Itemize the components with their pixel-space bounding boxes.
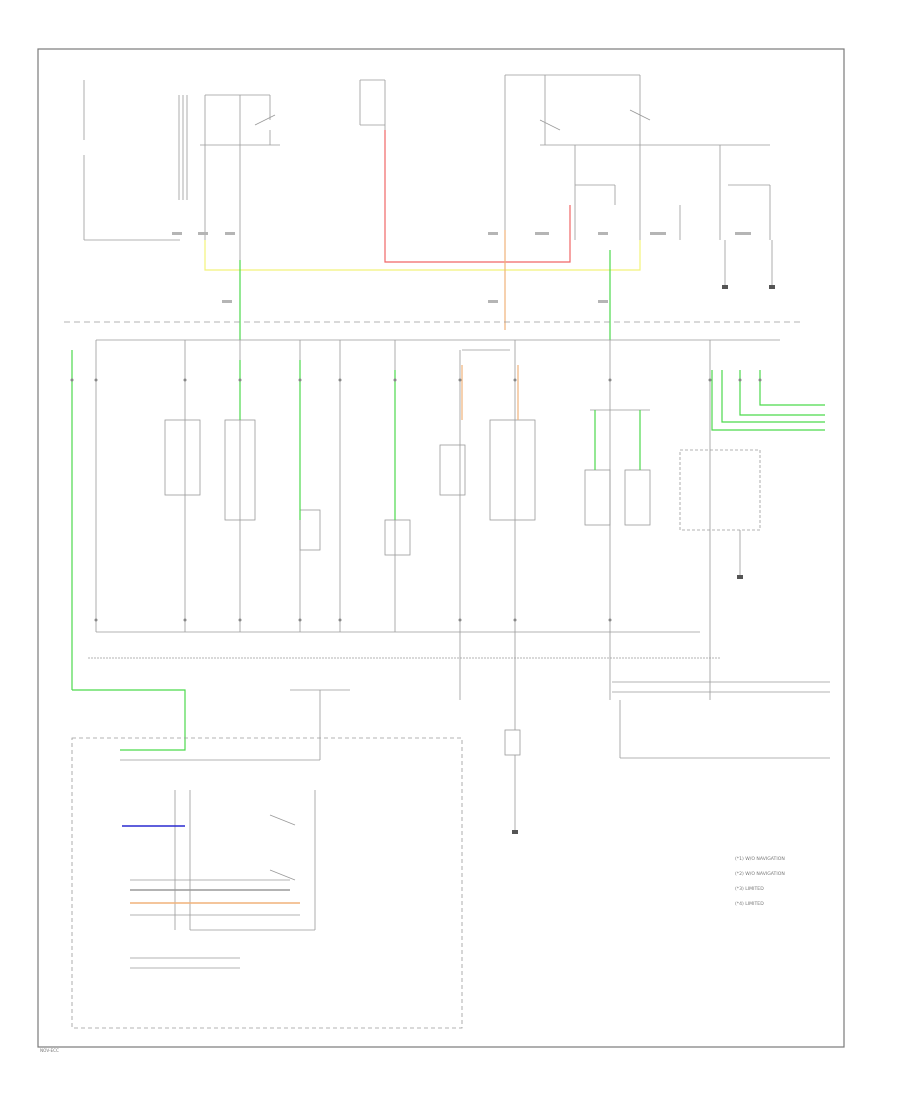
bottom-section xyxy=(71,689,521,1029)
diagram-frame xyxy=(37,48,845,1048)
top-colored-wires xyxy=(204,130,641,340)
bottom-ground-symbol xyxy=(512,830,518,834)
bottom-colored-wires xyxy=(122,825,300,904)
legend-item-1: (*1) W/O NAVIGATION xyxy=(735,856,785,862)
top-ground-symbols xyxy=(722,285,775,289)
middle-connector-pins xyxy=(70,378,762,622)
middle-ground-symbol xyxy=(737,575,743,579)
middle-orange-wires xyxy=(461,365,519,420)
legend-item-4: (*4) LIMITED xyxy=(735,901,764,907)
legend-item-2: (*2) W/O NAVIGATION xyxy=(735,871,785,877)
top-section xyxy=(83,74,773,285)
middle-green-wires xyxy=(71,350,825,751)
right-stubs xyxy=(612,681,830,759)
legend-item-3: (*3) LIMITED xyxy=(735,886,764,892)
legend: (*1) W/O NAVIGATION (*2) W/O NAVIGATION … xyxy=(735,856,785,907)
top-connector-row xyxy=(172,232,751,303)
footer-code: NOV-ECC xyxy=(40,1048,59,1053)
middle-section xyxy=(88,339,780,700)
